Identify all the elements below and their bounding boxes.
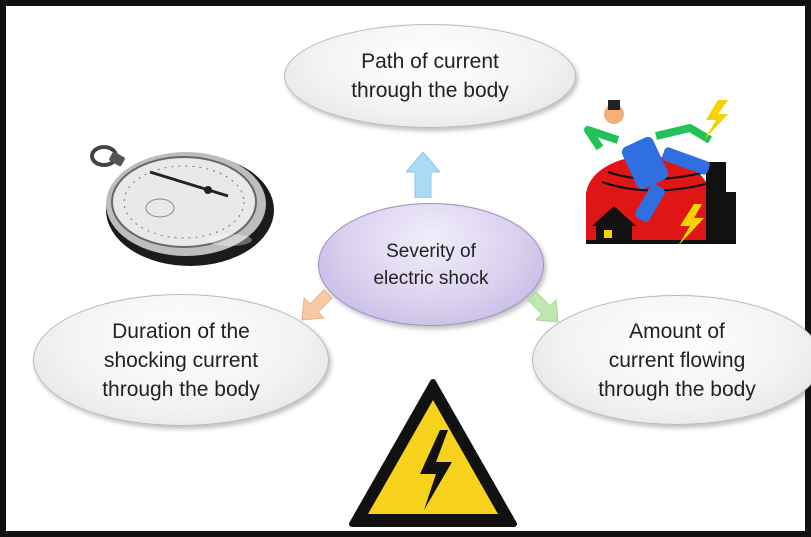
center-line-2: electric shock: [373, 267, 489, 289]
duration-line-2: shocking current: [103, 348, 259, 372]
high-voltage-warning-icon: [349, 379, 517, 527]
path-line-1: Path of current: [361, 50, 499, 73]
amount-of-current-bubble: Amount of current flowing through the bo…: [532, 295, 811, 425]
duration-bubble: Duration of the shocking current through…: [33, 294, 329, 426]
duration-line-3: through the body: [102, 377, 260, 401]
arrow-down-left-icon: [301, 289, 333, 321]
arrow-up-icon: [406, 152, 440, 198]
path-of-current-bubble: Path of current through the body: [284, 24, 576, 128]
amount-line-3: through the body: [598, 377, 756, 401]
amount-line-2: current flowing: [608, 348, 746, 372]
duration-line-1: Duration of the: [112, 319, 250, 343]
center-line-1: Severity of: [386, 240, 476, 262]
severity-center-bubble: Severity of electric shock: [318, 203, 544, 326]
path-line-2: through the body: [351, 79, 509, 102]
amount-line-1: Amount of: [629, 319, 725, 343]
stopwatch-icon: [80, 130, 280, 270]
electrocuted-person-icon: [584, 100, 736, 246]
arrow-down-right-icon: [527, 291, 559, 323]
